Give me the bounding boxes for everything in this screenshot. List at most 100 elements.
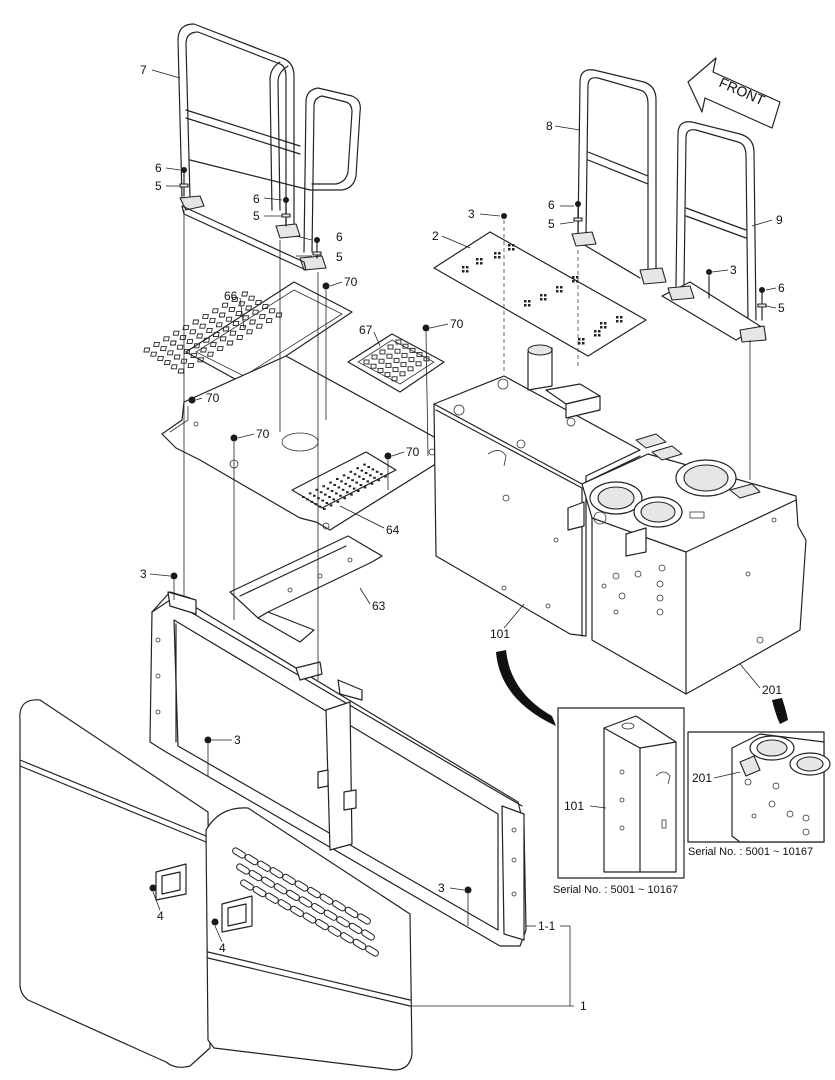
cover-1 bbox=[19, 699, 413, 1071]
perforation bbox=[351, 479, 354, 482]
mesh-hole bbox=[179, 334, 187, 340]
louver-slot bbox=[365, 945, 379, 957]
perforation bbox=[340, 480, 343, 483]
mesh-hole bbox=[393, 357, 400, 363]
plate-mark bbox=[582, 338, 585, 341]
mesh-hole bbox=[212, 332, 220, 338]
perforation bbox=[384, 475, 387, 478]
perforation bbox=[344, 482, 347, 485]
plate-mark bbox=[480, 258, 483, 261]
mesh-hole bbox=[399, 371, 406, 377]
mesh-hole bbox=[391, 376, 398, 382]
mesh-hole bbox=[395, 339, 402, 345]
perforation bbox=[349, 470, 353, 473]
plate-mark bbox=[524, 300, 527, 303]
floor-plate-64 bbox=[161, 355, 459, 531]
perforation bbox=[322, 485, 325, 488]
mesh-hole bbox=[235, 311, 243, 317]
mesh-hole bbox=[236, 334, 244, 340]
mesh-hole bbox=[216, 346, 224, 352]
mesh-hole bbox=[157, 355, 164, 361]
perforation bbox=[319, 491, 323, 494]
plate-mark bbox=[480, 262, 483, 265]
perforation bbox=[328, 496, 331, 498]
callout-6: 6 bbox=[155, 161, 162, 175]
mesh-hole bbox=[231, 297, 239, 303]
perforation bbox=[371, 468, 375, 471]
perforation bbox=[315, 488, 319, 491]
plate-mark bbox=[560, 290, 563, 293]
perforation bbox=[359, 484, 363, 486]
mesh-hole bbox=[400, 362, 407, 368]
callout-63: 63 bbox=[372, 599, 386, 613]
mesh-hole bbox=[160, 346, 167, 352]
callout-201-inset: 201 bbox=[692, 771, 712, 785]
tank-assembly bbox=[433, 344, 807, 695]
plate-mark bbox=[528, 304, 531, 307]
perforation bbox=[313, 494, 316, 497]
mesh-hole bbox=[182, 325, 190, 331]
callout-4: 4 bbox=[157, 909, 164, 923]
plate-mark bbox=[476, 262, 479, 265]
plate-mark bbox=[578, 342, 581, 345]
leader-lines bbox=[149, 69, 777, 1007]
louver-slot bbox=[361, 929, 375, 941]
mesh-hole bbox=[173, 354, 181, 360]
plate-mark bbox=[598, 334, 601, 337]
perforation bbox=[358, 475, 361, 478]
perforation bbox=[360, 469, 364, 472]
mesh-hole bbox=[150, 351, 158, 357]
plate-mark bbox=[572, 280, 575, 283]
mesh-hole bbox=[186, 339, 194, 345]
perforation bbox=[337, 486, 341, 489]
callout-9: 9 bbox=[776, 213, 783, 227]
callout-6: 6 bbox=[336, 230, 343, 244]
mesh-hole bbox=[392, 367, 399, 373]
callout-5: 5 bbox=[253, 209, 260, 223]
perforation bbox=[321, 499, 324, 502]
mesh-hole bbox=[153, 341, 160, 347]
callout-3: 3 bbox=[234, 733, 241, 747]
plate-mark bbox=[582, 342, 585, 345]
mesh-hole bbox=[407, 366, 414, 372]
perforation bbox=[339, 494, 342, 497]
perforation bbox=[348, 485, 352, 488]
perforation bbox=[352, 487, 356, 490]
perforation bbox=[324, 493, 327, 496]
mesh-hole bbox=[249, 319, 256, 325]
mesh-hole bbox=[190, 353, 198, 359]
mesh-hole bbox=[401, 352, 408, 358]
mesh-hole bbox=[415, 361, 422, 367]
mesh-hole bbox=[211, 308, 219, 314]
perforation bbox=[367, 466, 370, 468]
bolt-group-right bbox=[501, 201, 767, 480]
mesh-hole bbox=[163, 360, 171, 366]
callout-labels: 7 6 5 6 5 6 5 70 66 67 70 70 70 70 64 3 … bbox=[140, 63, 785, 1013]
plate-mark bbox=[544, 298, 547, 301]
plate-mark bbox=[556, 286, 559, 289]
mesh-hole bbox=[416, 352, 423, 358]
plate-mark bbox=[528, 300, 531, 303]
callout-8: 8 bbox=[546, 119, 553, 133]
mesh-hole bbox=[248, 295, 255, 301]
perforation bbox=[357, 490, 360, 492]
mesh-hole bbox=[143, 347, 151, 353]
perforation bbox=[323, 508, 326, 510]
plate-mark bbox=[466, 270, 469, 273]
callout-3: 3 bbox=[730, 263, 737, 277]
perforation bbox=[335, 492, 338, 495]
plate-mark bbox=[600, 326, 603, 329]
callout-3: 3 bbox=[140, 567, 147, 581]
plate-mark bbox=[616, 320, 619, 323]
mesh-hole bbox=[226, 340, 234, 346]
callout-5: 5 bbox=[548, 217, 555, 231]
plate-mark bbox=[494, 252, 497, 255]
mesh-hole bbox=[379, 349, 386, 355]
plate-mark bbox=[560, 286, 563, 289]
mesh-hole bbox=[207, 351, 214, 357]
mesh-hole bbox=[385, 362, 392, 368]
callout-201: 201 bbox=[762, 683, 782, 697]
mesh-hole bbox=[377, 367, 384, 373]
callout-70: 70 bbox=[450, 317, 464, 331]
mesh-hole bbox=[196, 333, 204, 339]
